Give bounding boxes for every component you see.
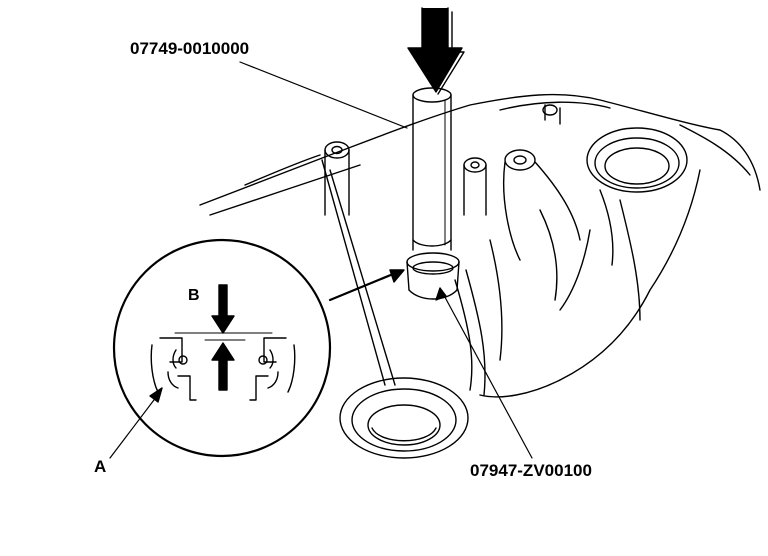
leader-lines xyxy=(109,61,533,459)
driver-handle xyxy=(412,87,452,251)
detail-circle xyxy=(112,238,332,458)
bottom-seal-bore xyxy=(339,377,469,459)
leader-bottom xyxy=(439,287,533,459)
top-right-seal-bore xyxy=(586,127,688,193)
detail-pointer-arrow xyxy=(328,270,400,302)
tool-label-driver-handle: 07749-0010000 xyxy=(130,39,250,58)
dimension-b-arrows xyxy=(211,284,235,391)
housing-lower-lines xyxy=(321,159,503,396)
leader-a-arrowhead xyxy=(149,387,163,403)
push-direction-arrow xyxy=(407,7,465,95)
leader-top xyxy=(239,61,408,129)
driver-attachment xyxy=(406,252,460,300)
detail-pointer-arrowhead xyxy=(389,269,405,283)
callout-label-a: A xyxy=(94,457,107,476)
leader-bottom-arrowhead xyxy=(435,287,447,301)
housing-bosses xyxy=(324,104,581,261)
leader-a xyxy=(109,391,161,459)
transmission-housing xyxy=(199,93,761,398)
tool-label-driver-attachment: 07947-ZV00100 xyxy=(470,461,592,480)
callout-label-b: B xyxy=(188,287,200,304)
